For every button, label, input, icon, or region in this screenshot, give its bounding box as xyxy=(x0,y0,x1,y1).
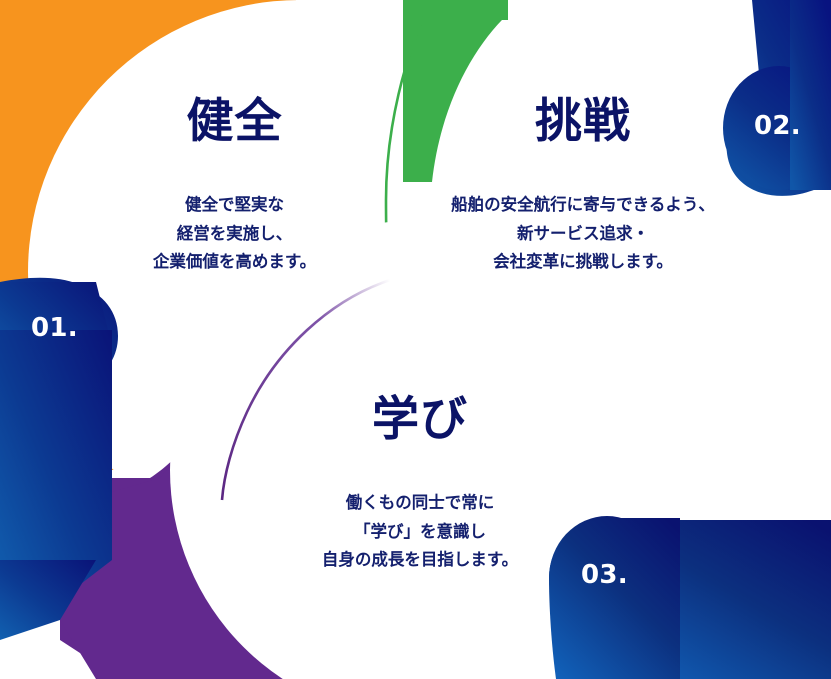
value-3-body-line-3: 自身の成長を目指します。 xyxy=(321,551,519,570)
purple-arc-divider xyxy=(220,278,391,501)
value-1-heading: 健全 xyxy=(186,94,283,147)
value-3-body-line-1: 働くもの同士で常に xyxy=(345,494,495,513)
value-1-body: 健全で堅実な 経営を実施し、 企業価値を高めます。 xyxy=(92,191,377,276)
value-2-body-line-3: 会社変革に挑戦します。 xyxy=(493,253,673,272)
blue-gradient-blob-top-right xyxy=(723,0,831,196)
blue-gradient-blob-left xyxy=(0,277,118,640)
value-card-3: 学び 働くもの同士で常に 「学び」を意識し 自身の成長を目指します。 xyxy=(250,394,590,574)
badge-number-02: 02. xyxy=(754,111,801,141)
white-disc-bottom xyxy=(170,220,670,679)
value-3-body-line-2: 「学び」を意識し xyxy=(354,522,486,541)
badge-number-01: 01. xyxy=(31,313,78,343)
blue-gradient-blob-bottom-right xyxy=(549,516,831,679)
value-2-body-line-1: 船舶の安全航行に寄与できるよう、 xyxy=(451,196,715,215)
value-1-body-line-2: 経営を実施し、 xyxy=(176,224,293,243)
value-2-heading: 挑戦 xyxy=(535,94,631,147)
badge-number-03: 03. xyxy=(581,560,628,590)
value-1-body-line-3: 企業価値を高めます。 xyxy=(152,253,317,272)
value-1-body-line-1: 健全で堅実な xyxy=(185,196,284,215)
value-3-heading: 学び xyxy=(372,392,468,445)
value-card-2: 挑戦 船舶の安全航行に寄与できるよう、 新サービス追求・ 会社変革に挑戦します。 xyxy=(404,96,762,276)
value-2-body-line-2: 新サービス追求・ xyxy=(517,224,649,243)
white-notch-bottom-right xyxy=(530,500,572,516)
value-card-1: 健全 健全で堅実な 経営を実施し、 企業価値を高めます。 xyxy=(92,96,377,276)
value-3-body: 働くもの同士で常に 「学び」を意識し 自身の成長を目指します。 xyxy=(250,489,590,574)
value-2-body: 船舶の安全航行に寄与できるよう、 新サービス追求・ 会社変革に挑戦します。 xyxy=(404,191,762,276)
